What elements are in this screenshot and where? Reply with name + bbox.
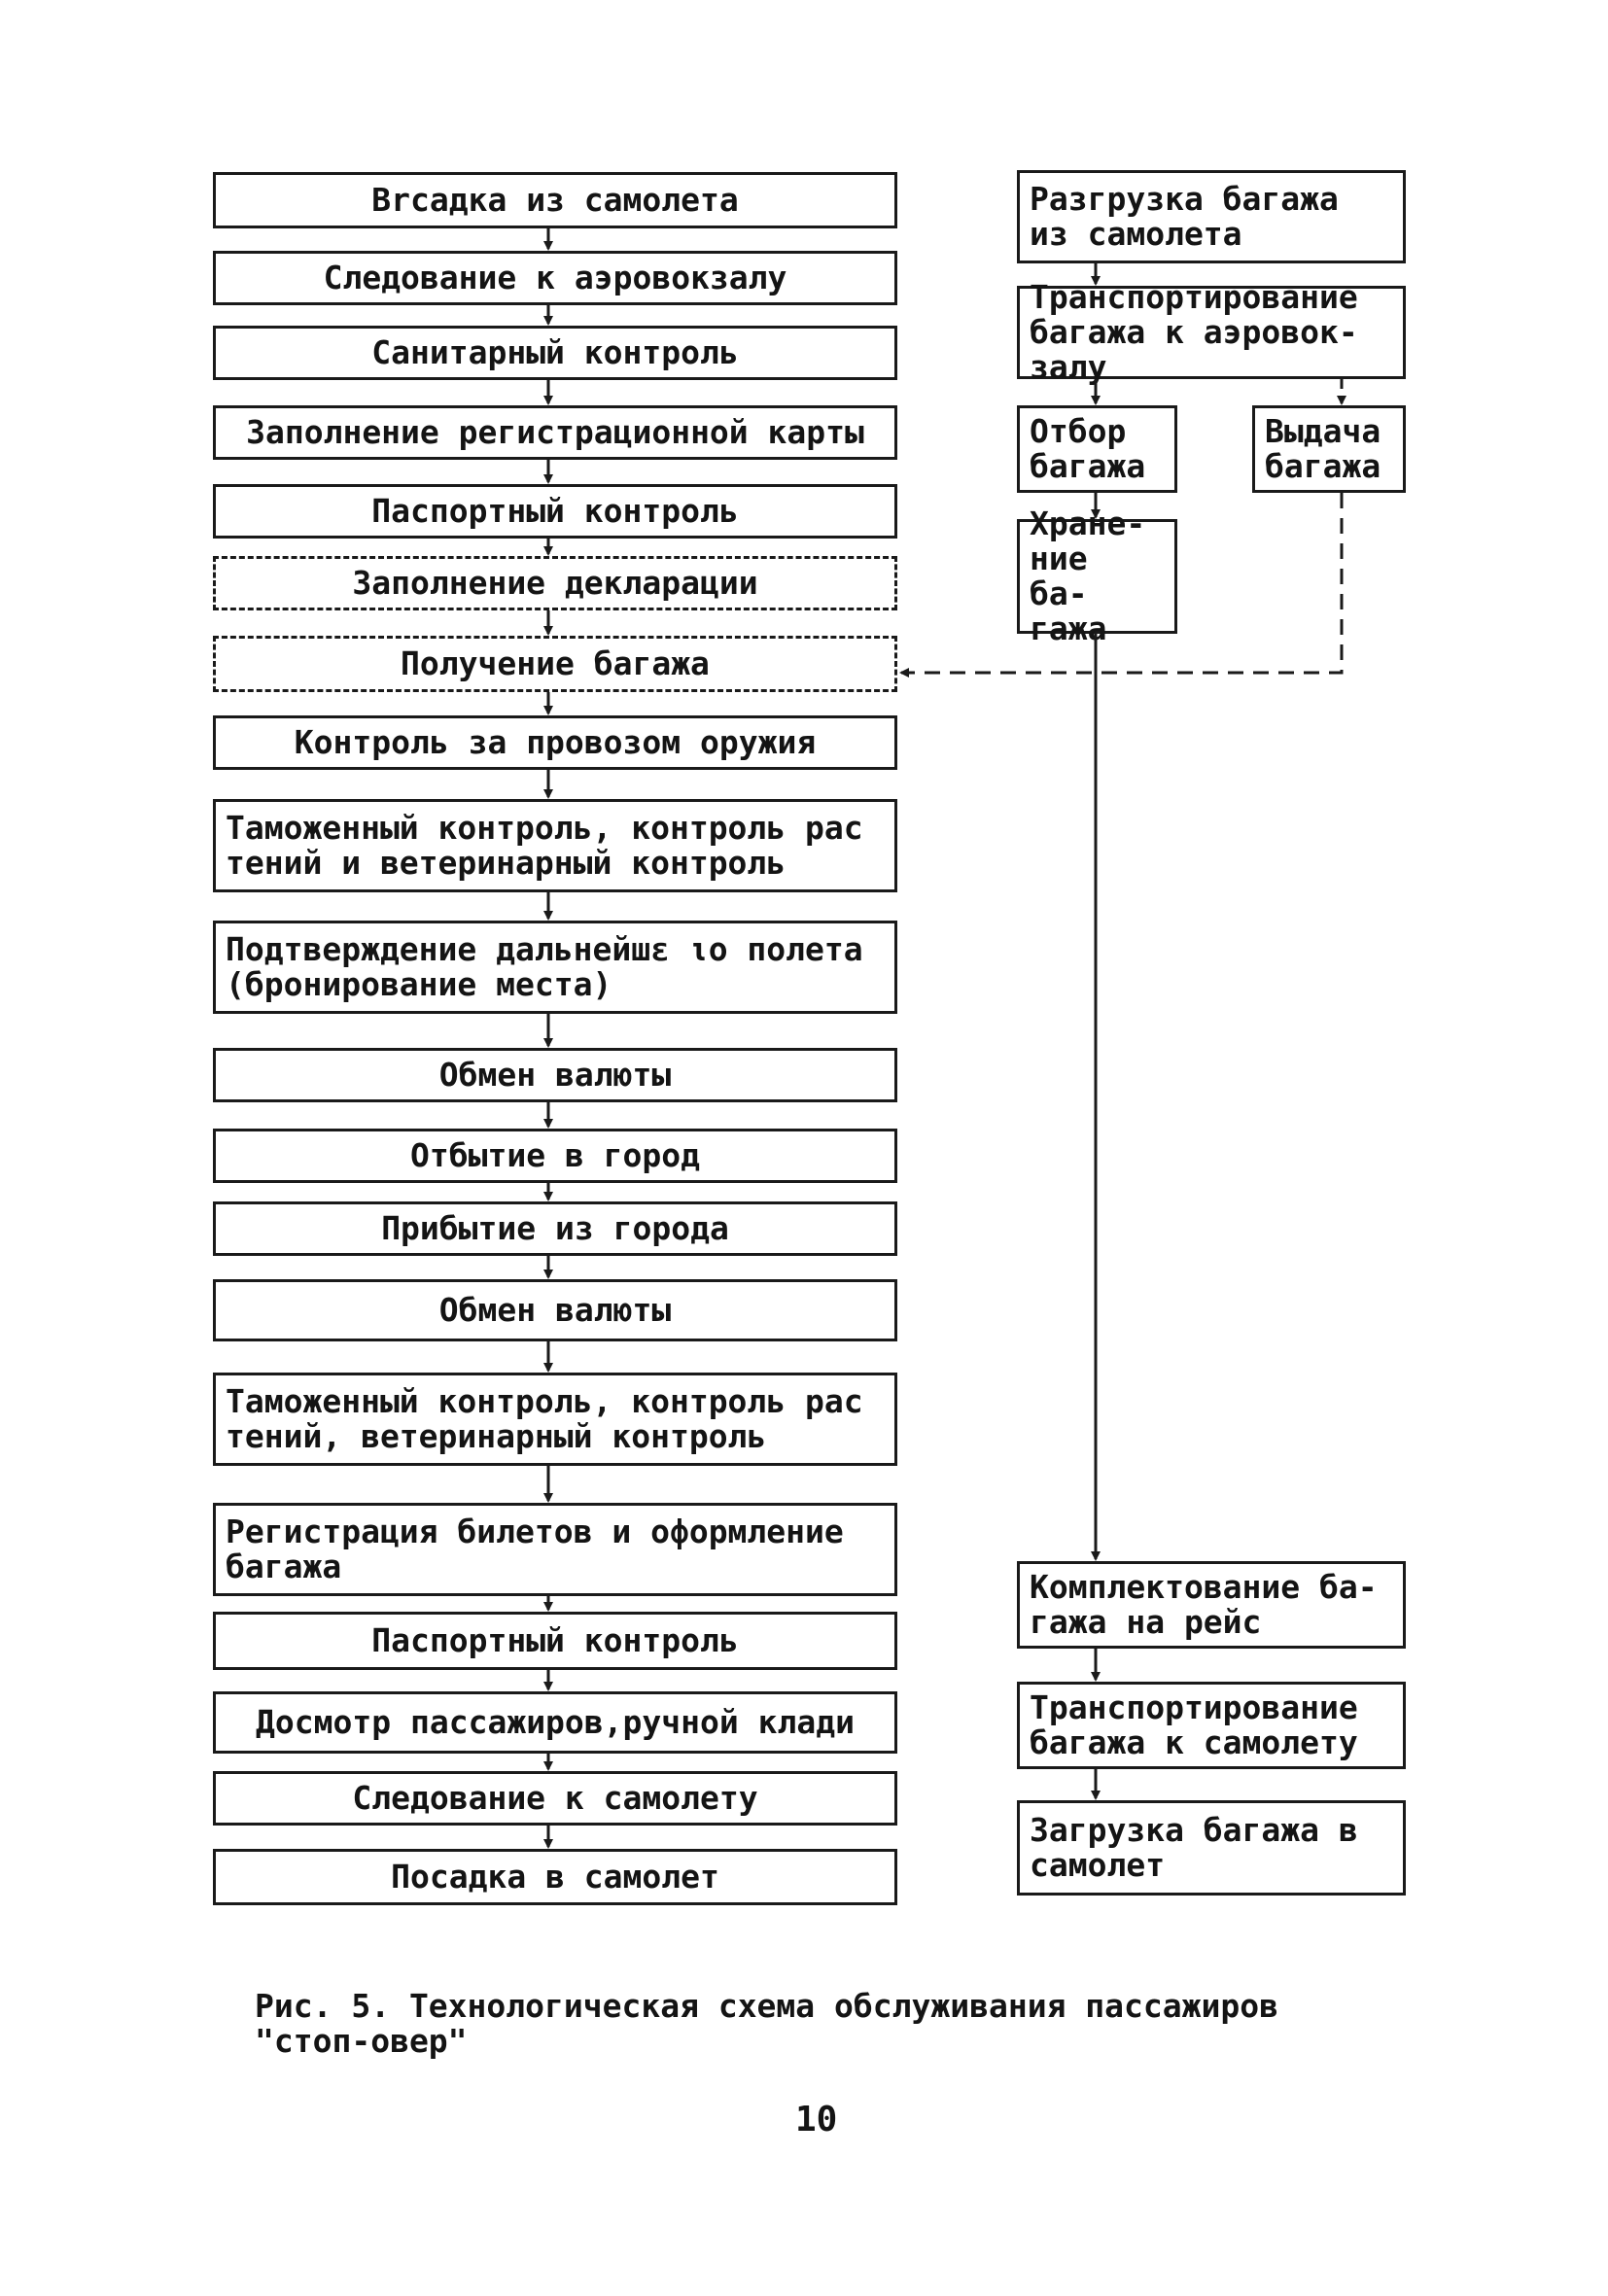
- baggage-step-loading: Загрузка багажа в самолет: [1017, 1800, 1406, 1896]
- flow-step-label: Обмен валюты: [438, 1056, 672, 1094]
- baggage-step-label: Комплектование ба- гажа на рейс: [1030, 1568, 1378, 1641]
- flow-step-label: Посадка в самолет: [391, 1858, 719, 1896]
- flow-step-label: Таможенный контроль, контроль рас тений,…: [226, 1382, 863, 1455]
- flow-step-label: Вrсадка из самолета: [371, 181, 739, 219]
- flow-step-currency-exchange-1: Обмен валюты: [213, 1048, 897, 1102]
- flow-step-currency-exchange-2: Обмен валюты: [213, 1279, 897, 1341]
- baggage-step-storage: Хране- ние ба- гажа: [1017, 506, 1177, 646]
- baggage-step-selection: Отбор багажа: [1017, 405, 1177, 493]
- flow-step-label: Отбытие в город: [409, 1136, 700, 1174]
- baggage-step-transport-to-terminal: Транспортирование багажа к аэровок- залу: [1017, 280, 1406, 385]
- baggage-step-label: Хране- ние ба- гажа: [1030, 504, 1146, 647]
- flow-step-label: Паспортный контроль: [371, 1621, 739, 1659]
- flow-step-label: Паспортный контроль: [371, 492, 739, 530]
- flow-step-sanitary-control: Санитарный контроль: [213, 326, 897, 380]
- flow-step-booking-confirmation: Подтверждение дальнейшε ιο полета (брони…: [213, 921, 897, 1014]
- flow-step-ticket-registration: Регистрация билетов и оформление багажа: [213, 1503, 897, 1596]
- baggage-step-label: Разгрузка багажа из самолета: [1030, 180, 1339, 253]
- flow-step-label: Следование к самолету: [352, 1779, 758, 1817]
- flow-step-label: Контроль за провозом оружия: [294, 723, 817, 761]
- baggage-step-label: Транспортирование багажа к самолету: [1030, 1688, 1358, 1761]
- flow-step-label: Обмен валюты: [438, 1291, 672, 1329]
- flow-step-label: Заполнение декларации: [352, 564, 758, 602]
- page-number: 10: [795, 2100, 838, 2139]
- flow-step-weapons-control: Контроль за провозом оружия: [213, 715, 897, 770]
- baggage-step-label: Выдача багажа: [1265, 412, 1381, 485]
- flow-step-passport-control-1: Паспортный контроль: [213, 484, 897, 539]
- flow-step-label: Прибытие из города: [381, 1209, 729, 1247]
- baggage-step-flight-assembly: Комплектование ба- гажа на рейс: [1017, 1561, 1406, 1649]
- flow-step-walk-to-aircraft: Следование к самолету: [213, 1771, 897, 1826]
- baggage-step-label: Отбор багажа: [1030, 412, 1146, 485]
- flow-step-baggage-claim: Получение багажа: [213, 636, 897, 692]
- flow-step-departure-to-city: Отбытие в город: [213, 1129, 897, 1183]
- baggage-step-unloading: Разгрузка багажа из самолета: [1017, 170, 1406, 263]
- flow-step-declaration: Заполнение декларации: [213, 556, 897, 610]
- flow-step-deplaning: Вrсадка из самолета: [213, 172, 897, 228]
- flow-step-label: Получение багажа: [401, 644, 710, 682]
- baggage-step-label: Транспортирование багажа к аэровок- залу: [1030, 278, 1358, 386]
- figure-caption: Рис. 5. Технологическая схема обслуживан…: [255, 1987, 1278, 2060]
- connector-delivery-to-claim: [899, 493, 1344, 678]
- flow-step-customs-control-2: Таможенный контроль, контроль рас тений,…: [213, 1373, 897, 1466]
- flow-step-walk-to-terminal: Следование к аэровокзалу: [213, 251, 897, 305]
- flow-step-label: Подтверждение дальнейшε ιο полета (брони…: [226, 930, 863, 1003]
- flow-step-registration-card: Заполнение регистрационной карты: [213, 405, 897, 460]
- baggage-step-label: Загрузка багажа в самолет: [1030, 1811, 1358, 1884]
- flow-step-customs-control-1: Таможенный контроль, контроль рас тений …: [213, 799, 897, 892]
- flow-step-security-screening: Досмотр пассажиров,ручной клади: [213, 1691, 897, 1754]
- baggage-step-delivery: Выдача багажа: [1252, 405, 1406, 493]
- flow-step-arrival-from-city: Прибытие из города: [213, 1201, 897, 1256]
- flow-step-label: Досмотр пассажиров,ручной клади: [256, 1703, 855, 1741]
- baggage-step-transport-to-aircraft: Транспортирование багажа к самолету: [1017, 1682, 1406, 1769]
- flow-step-label: Заполнение регистрационной карты: [246, 413, 864, 451]
- flow-step-label: Таможенный контроль, контроль рас тений …: [226, 809, 863, 882]
- flow-step-boarding: Посадка в самолет: [213, 1849, 897, 1905]
- flow-step-label: Следование к аэровокзалу: [323, 259, 787, 296]
- flow-step-passport-control-2: Паспортный контроль: [213, 1612, 897, 1670]
- flow-step-label: Регистрация билетов и оформление багажа: [226, 1513, 844, 1585]
- flow-step-label: Санитарный контроль: [371, 333, 739, 371]
